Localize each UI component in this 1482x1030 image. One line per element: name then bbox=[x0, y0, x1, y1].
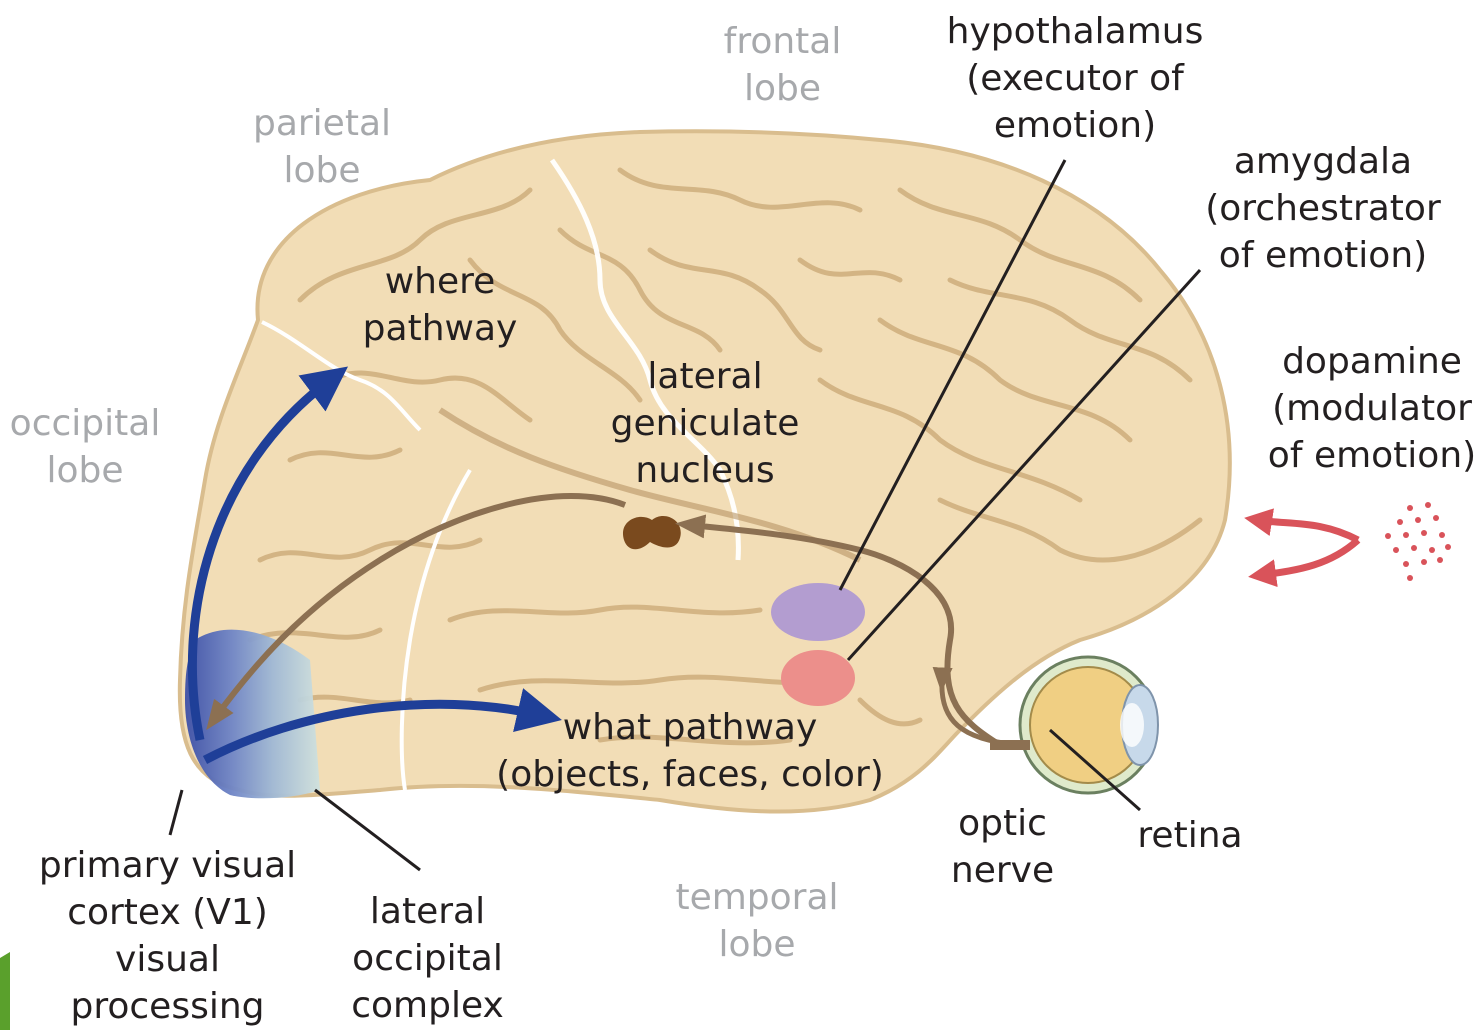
hypothalamus-label: hypothalamus (executor of emotion) bbox=[935, 8, 1215, 149]
hypothalamus-region bbox=[771, 583, 865, 641]
dopamine-dots bbox=[1385, 502, 1451, 581]
loc-label: lateral occipital complex bbox=[335, 888, 520, 1029]
dopamine-arrow-upper bbox=[1258, 520, 1358, 540]
occipital-lobe-label: occipital lobe bbox=[0, 400, 170, 494]
green-accent bbox=[0, 952, 10, 1030]
retina-label: retina bbox=[1120, 812, 1260, 859]
parietal-lobe-label: parietal lobe bbox=[232, 100, 412, 194]
temporal-lobe-label: temporal lobe bbox=[662, 874, 852, 968]
amygdala-label: amygdala (orchestrator of emotion) bbox=[1188, 138, 1458, 279]
where-pathway-label: where pathway bbox=[345, 258, 535, 352]
lgn-label: lateral geniculate nucleus bbox=[600, 353, 810, 494]
optic-nerve-label: optic nerve bbox=[930, 800, 1075, 894]
dopamine-arrow-lower bbox=[1262, 540, 1358, 575]
amygdala-region bbox=[781, 650, 855, 706]
dopamine-label: dopamine (modulator of emotion) bbox=[1262, 338, 1482, 479]
what-pathway-label: what pathway (objects, faces, color) bbox=[480, 704, 900, 798]
v1-label: primary visual cortex (V1) visual proces… bbox=[30, 842, 305, 1030]
frontal-lobe-label: frontal lobe bbox=[700, 18, 865, 112]
